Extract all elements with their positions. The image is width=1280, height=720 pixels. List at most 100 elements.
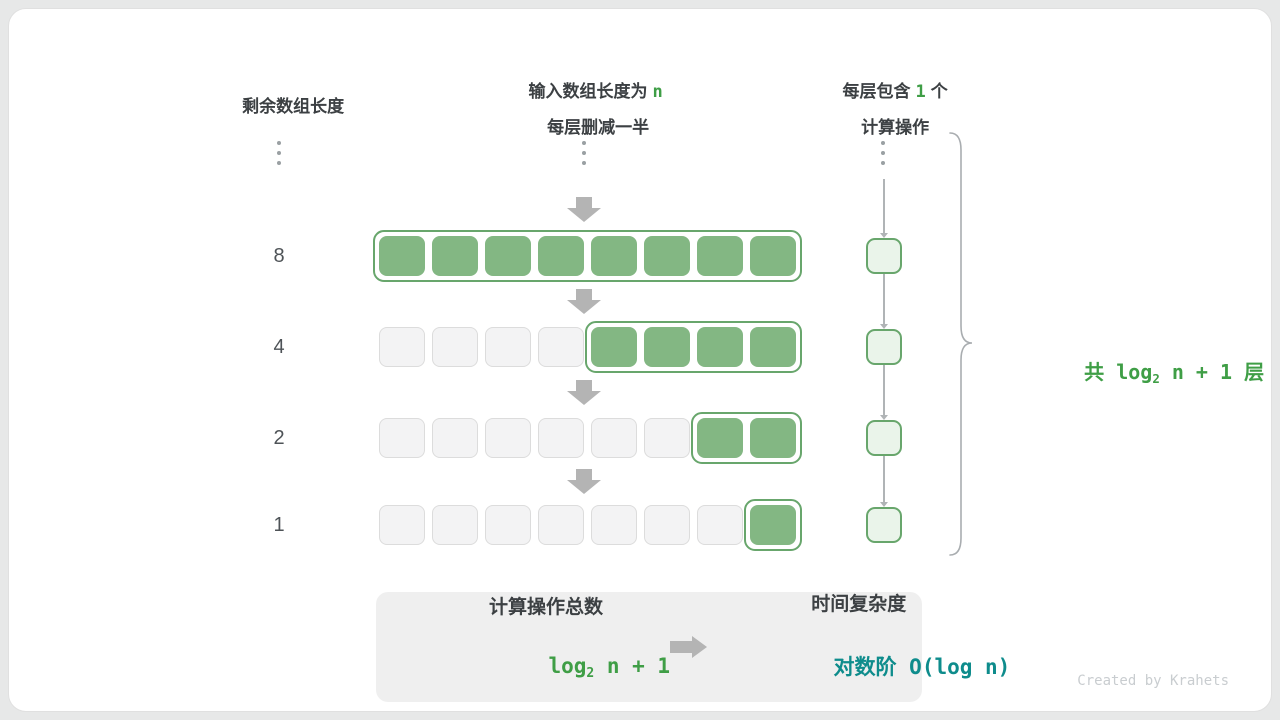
down-arrow-stem bbox=[576, 288, 592, 300]
row-remaining-length-label: 4 bbox=[273, 336, 285, 358]
ops-value-subscript: 2 bbox=[586, 665, 595, 681]
connector-arrow-icon bbox=[880, 365, 888, 420]
operations-total-title: 计算操作总数 bbox=[489, 597, 604, 618]
array-cell-empty bbox=[644, 418, 690, 458]
operation-cell bbox=[866, 507, 902, 543]
input-header-line2-label: 每层删减一半 bbox=[547, 118, 650, 137]
array-cell-empty bbox=[485, 418, 531, 458]
array-cell-empty bbox=[432, 505, 478, 545]
remaining-header-label: 剩余数组长度 bbox=[242, 97, 345, 116]
down-arrow-head bbox=[567, 390, 601, 405]
ops-header-line2-label: 计算操作 bbox=[861, 118, 930, 137]
array-cell-empty bbox=[379, 505, 425, 545]
array-cell-empty bbox=[432, 327, 478, 367]
operation-cell bbox=[866, 420, 902, 456]
array-cell-empty bbox=[379, 327, 425, 367]
array-cell-empty bbox=[485, 505, 531, 545]
array-cell-active bbox=[750, 327, 796, 367]
array-row bbox=[379, 412, 802, 464]
summary-box: 计算操作总数 log2 n + 1 时间复杂度 对数阶 O(log n) bbox=[376, 592, 1010, 702]
layers-label-suffix: n + 1 层 bbox=[1159, 360, 1265, 384]
column-header-input-line2: 每层删减一半 bbox=[434, 93, 734, 158]
layers-count-label: 共 log2 n + 1 层 bbox=[1009, 332, 1267, 409]
complexity-code: O(log n) bbox=[909, 655, 1011, 679]
layers-label-prefix: 共 log bbox=[1084, 360, 1153, 384]
ellipsis-dots-array bbox=[579, 141, 589, 165]
down-arrow-icon bbox=[558, 197, 610, 222]
array-cell-empty bbox=[432, 418, 478, 458]
input-header-prefix: 输入数组长度为 bbox=[528, 82, 648, 101]
layers-label-subscript: 2 bbox=[1152, 370, 1160, 386]
ellipsis-dots-remaining bbox=[274, 141, 284, 165]
down-arrow-icon bbox=[558, 468, 610, 494]
row-remaining-length-label: 2 bbox=[273, 427, 285, 449]
ops-count-code: 1 bbox=[915, 82, 926, 102]
row-remaining-length-label: 1 bbox=[273, 514, 285, 536]
array-cell-active bbox=[644, 327, 690, 367]
array-cell-empty bbox=[538, 327, 584, 367]
array-cell-empty bbox=[697, 505, 743, 545]
connector-arrow-icon bbox=[880, 274, 888, 329]
array-cell-active bbox=[591, 236, 637, 276]
layers-brace bbox=[949, 132, 973, 556]
array-cell-active bbox=[750, 236, 796, 276]
input-length-code: n bbox=[652, 82, 663, 102]
array-cell-empty bbox=[591, 418, 637, 458]
array-cell-empty bbox=[644, 505, 690, 545]
array-cell-active bbox=[697, 327, 743, 367]
array-cell-active bbox=[697, 418, 743, 458]
array-cell-active bbox=[750, 505, 796, 545]
down-arrow-stem bbox=[576, 379, 592, 391]
array-cell-active bbox=[538, 236, 584, 276]
array-cell-active bbox=[750, 418, 796, 458]
down-arrow-head bbox=[567, 299, 601, 314]
down-arrow-stem bbox=[576, 197, 592, 208]
active-cells-group bbox=[373, 230, 802, 282]
array-row bbox=[373, 230, 802, 282]
down-arrow-head bbox=[567, 208, 601, 222]
active-cells-group bbox=[585, 321, 802, 373]
array-cell-active bbox=[432, 236, 478, 276]
array-cell-active bbox=[379, 236, 425, 276]
time-complexity-value: 对数阶 O(log n) bbox=[707, 627, 1011, 705]
array-cell-active bbox=[697, 236, 743, 276]
array-cell-empty bbox=[591, 505, 637, 545]
column-header-ops-line2: 计算操作 bbox=[781, 93, 981, 158]
column-header-remaining: 剩余数组长度 bbox=[179, 72, 379, 137]
array-row bbox=[379, 321, 802, 373]
down-arrow-icon bbox=[558, 379, 610, 405]
ops-header-suffix: 个 bbox=[930, 82, 948, 101]
ellipsis-dots-ops bbox=[878, 141, 888, 165]
operations-total-value: log2 n + 1 bbox=[422, 630, 670, 702]
array-cell-empty bbox=[538, 418, 584, 458]
array-row bbox=[379, 499, 802, 551]
operation-cell bbox=[866, 238, 902, 274]
down-arrow-icon bbox=[558, 288, 610, 314]
array-cell-empty bbox=[538, 505, 584, 545]
down-arrow-head bbox=[567, 479, 601, 494]
array-cell-active bbox=[485, 236, 531, 276]
operation-cell bbox=[866, 329, 902, 365]
time-complexity-title: 时间复杂度 bbox=[811, 594, 907, 615]
ops-value-suffix: n + 1 bbox=[594, 654, 671, 678]
active-cells-group bbox=[691, 412, 802, 464]
complexity-order-label: 对数阶 bbox=[833, 655, 910, 679]
array-cell-empty bbox=[379, 418, 425, 458]
array-cell-active bbox=[644, 236, 690, 276]
right-arrow-icon bbox=[670, 636, 708, 658]
ops-header-prefix: 每层包含 bbox=[842, 82, 911, 101]
array-cell-empty bbox=[485, 327, 531, 367]
connector-arrow-icon bbox=[880, 179, 888, 238]
ops-value-prefix: log bbox=[548, 654, 587, 678]
down-arrow-stem bbox=[576, 468, 592, 480]
row-remaining-length-label: 8 bbox=[273, 245, 285, 267]
summary-complexity: 时间复杂度 对数阶 O(log n) bbox=[707, 589, 1010, 705]
connector-arrow-icon bbox=[880, 456, 888, 507]
summary-operations: 计算操作总数 log2 n + 1 bbox=[422, 592, 670, 702]
array-cell-active bbox=[591, 327, 637, 367]
active-cells-group bbox=[744, 499, 802, 551]
watermark-credit: Created by Krahets bbox=[1077, 673, 1229, 689]
